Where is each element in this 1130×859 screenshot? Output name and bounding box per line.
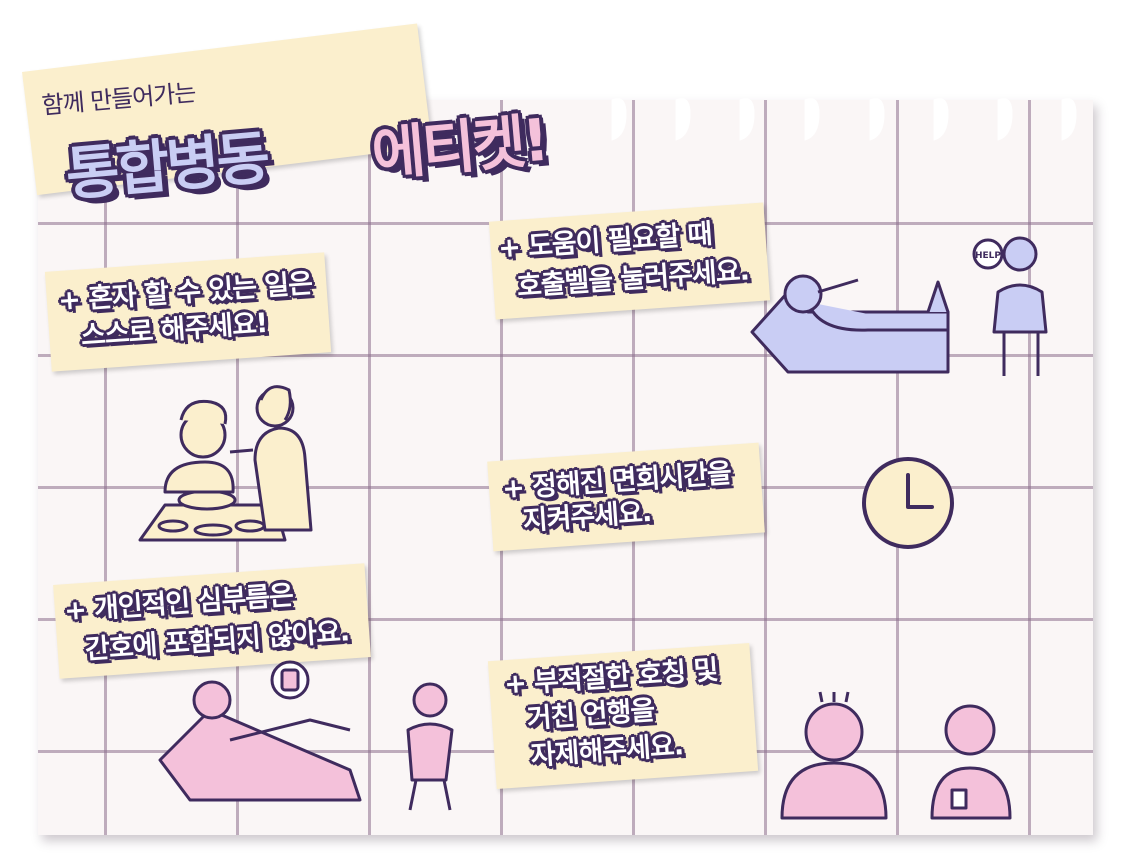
rude-speech-illustration [780,691,1012,820]
binder-holes [611,98,1077,141]
call-bell-illustration: HELP [750,236,1048,376]
page-title: 통합병동 [63,123,270,209]
errand-illustration [158,660,454,811]
feeding-illustration [138,385,313,542]
page-title-accent: 에티켓! [369,105,549,189]
clock-icon [862,457,954,549]
help-sign-text: HELP [975,251,1001,261]
